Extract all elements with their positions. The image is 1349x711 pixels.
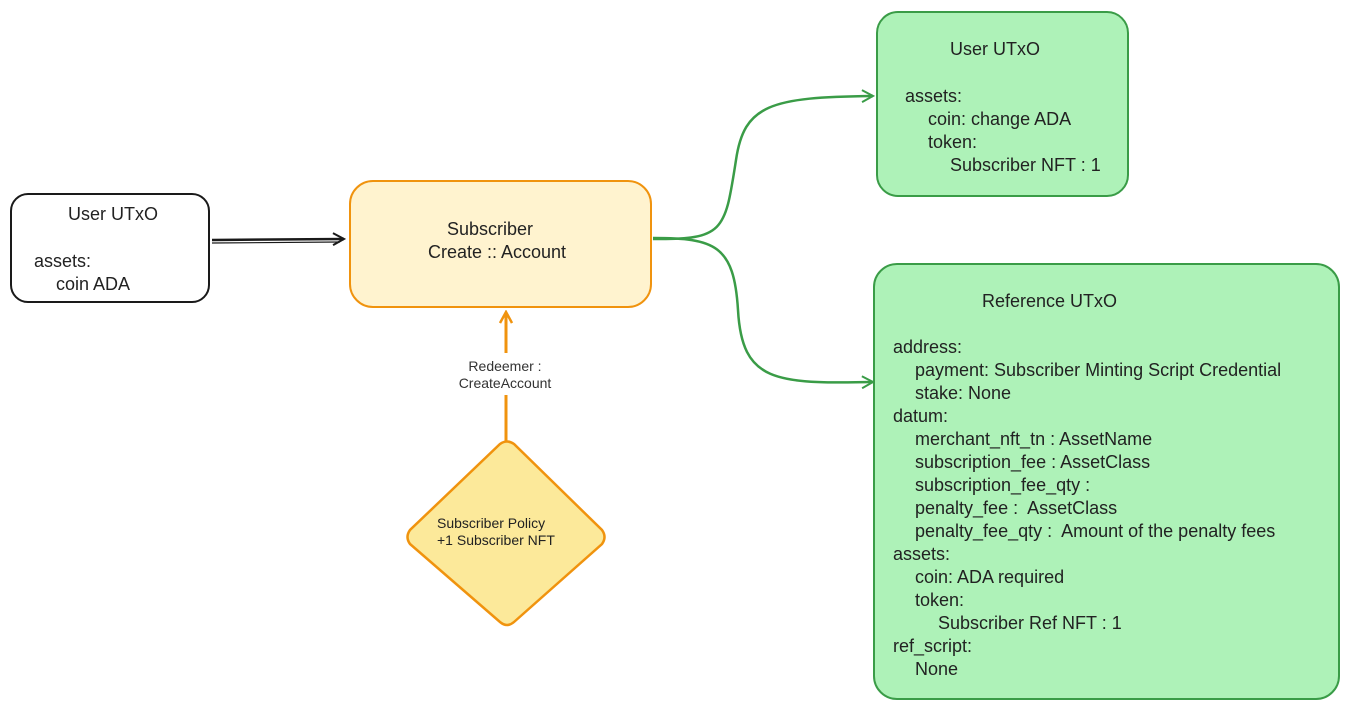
transaction-title: Subscriber xyxy=(446,219,534,239)
minting-policy-diamond xyxy=(406,440,606,627)
ref-penalty-fee-qty: penalty_fee_qty : Amount of the penalty … xyxy=(915,521,1276,541)
ref-ref-script-value: None xyxy=(915,659,959,679)
user-output-utxo-title: User UTxO xyxy=(950,39,1040,59)
redeemer-label-line1: Redeemer : xyxy=(468,358,542,374)
user-output-subscriber-nft: Subscriber NFT : 1 xyxy=(950,155,1101,175)
arrow-input-to-tx xyxy=(211,239,344,240)
ref-subscription-fee-qty: subscription_fee_qty : xyxy=(915,475,1091,495)
ref-coin: coin: ADA required xyxy=(915,567,1065,587)
policy-label-line1: Subscriber Policy xyxy=(437,515,546,531)
ref-datum-label: datum: xyxy=(893,406,949,426)
user-input-utxo-title: User UTxO xyxy=(68,204,158,224)
ref-subscription-fee: subscription_fee : AssetClass xyxy=(915,452,1151,472)
ref-merchant-nft-tn: merchant_nft_tn : AssetName xyxy=(915,429,1153,449)
user-output-utxo-box xyxy=(876,11,1129,197)
policy-label-line2: +1 Subscriber NFT xyxy=(437,532,555,548)
user-input-assets-label: assets: xyxy=(34,251,92,271)
ref-payment: payment: Subscriber Minting Script Crede… xyxy=(915,360,1282,380)
user-output-token-label: token: xyxy=(928,132,978,152)
redeemer-label-line2: CreateAccount xyxy=(458,375,552,391)
ref-subscriber-ref-nft: Subscriber Ref NFT : 1 xyxy=(938,613,1122,633)
reference-utxo-title: Reference UTxO xyxy=(982,291,1118,311)
reference-utxo-box xyxy=(873,263,1340,700)
transaction-box xyxy=(349,180,652,308)
user-input-coin: coin ADA xyxy=(56,274,131,294)
ref-token-label: token: xyxy=(915,590,965,610)
ref-stake: stake: None xyxy=(915,383,1012,403)
transaction-subtitle: Create :: Account xyxy=(427,242,567,262)
ref-address-label: address: xyxy=(893,337,963,357)
arrow-tx-to-reference-output xyxy=(652,236,873,382)
user-input-utxo-box xyxy=(10,193,210,303)
user-output-assets-label: assets: xyxy=(905,86,963,106)
arrow-tx-to-user-output xyxy=(652,96,873,241)
ref-penalty-fee: penalty_fee : AssetClass xyxy=(915,498,1118,518)
user-output-coin: coin: change ADA xyxy=(928,109,1072,129)
ref-assets-label: assets: xyxy=(893,544,951,564)
ref-ref-script-label: ref_script: xyxy=(893,636,973,656)
